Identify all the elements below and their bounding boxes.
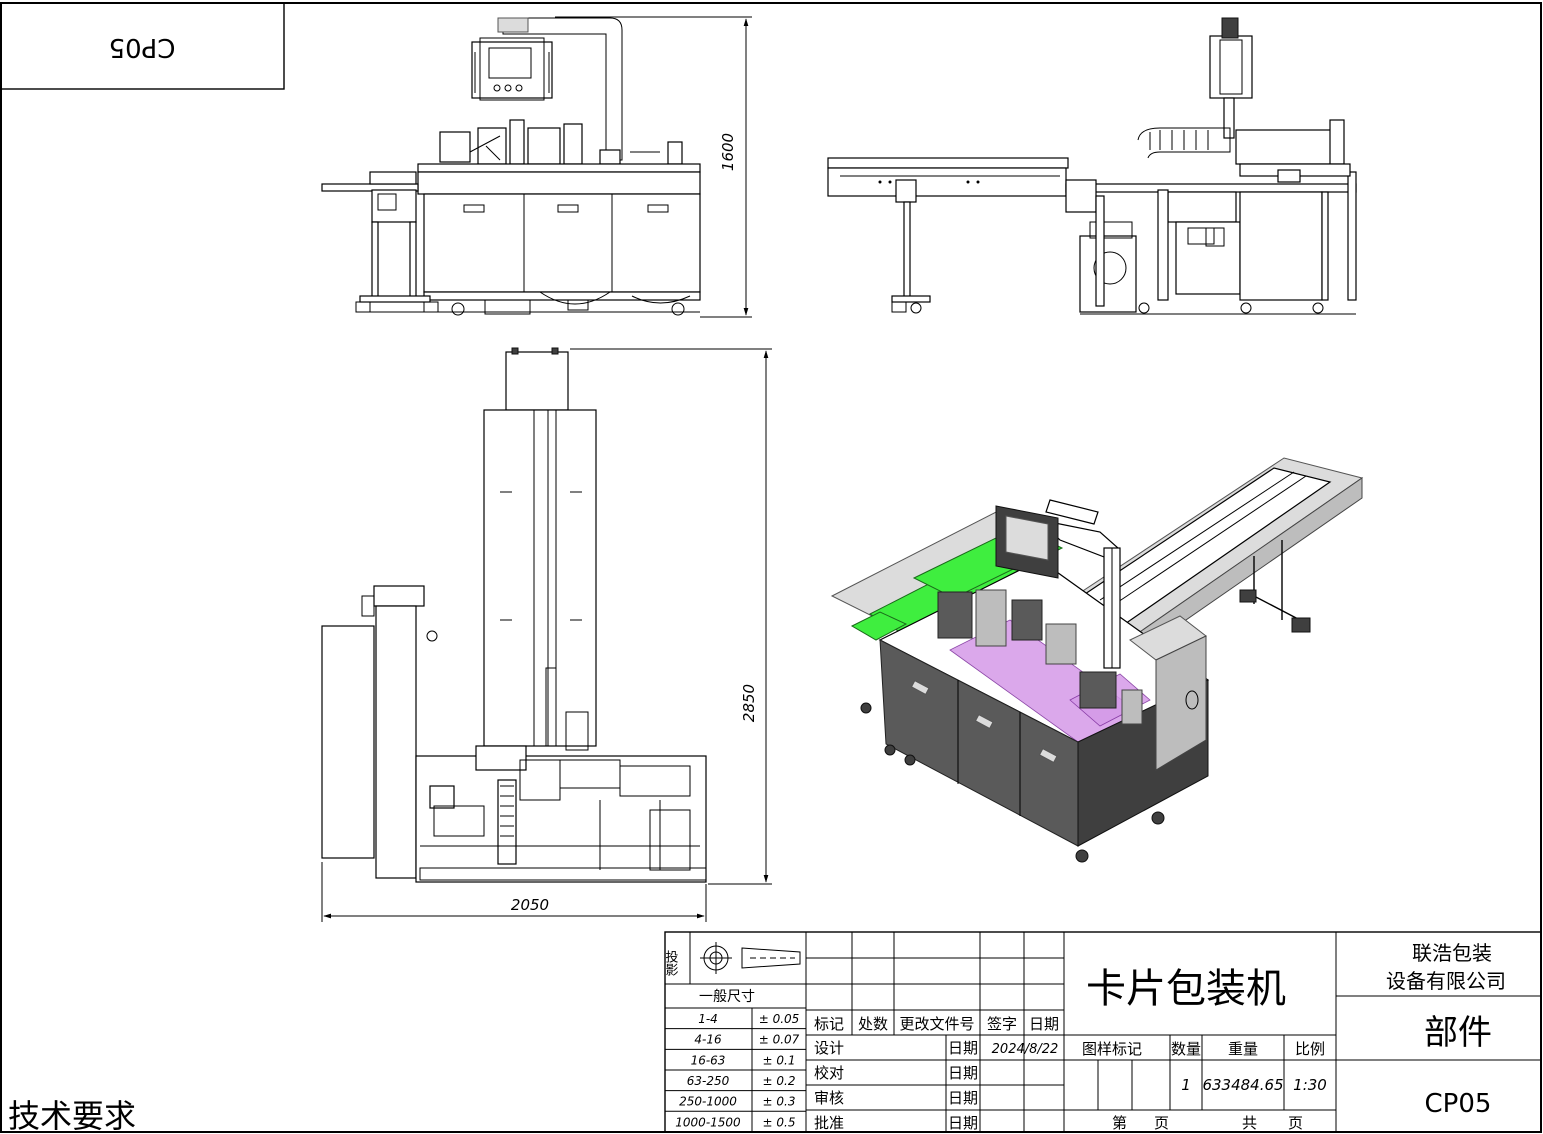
projection-symbol xyxy=(700,942,801,974)
tolerance-range: 63-250 xyxy=(687,1074,730,1088)
tolerance-value: ± 0.3 xyxy=(763,1095,796,1109)
tolerance-range: 1-4 xyxy=(698,1012,718,1026)
weight-value: 633484.65 xyxy=(1202,1076,1283,1094)
tolerance-value: ± 0.1 xyxy=(763,1053,796,1067)
date-label: 日期 xyxy=(948,1114,978,1132)
corner-label-box: CP05 xyxy=(0,2,285,90)
front-view xyxy=(321,17,701,316)
total-label: 共 xyxy=(1242,1114,1257,1132)
drawing-number: CP05 xyxy=(1425,1089,1492,1119)
date-label: 日期 xyxy=(948,1039,978,1057)
isometric-view xyxy=(830,457,1364,863)
attribute-header: 数量 xyxy=(1171,1040,1201,1058)
role-label: 设计 xyxy=(814,1039,844,1057)
role-label: 校对 xyxy=(814,1064,844,1082)
plan-view xyxy=(321,347,707,883)
dimension-height-1: 1600 xyxy=(555,16,752,318)
product-name: 卡片包装机 xyxy=(1086,966,1286,1012)
dimension-width: 2050 xyxy=(321,862,707,922)
page-label: 第 xyxy=(1112,1114,1127,1132)
page-unit: 页 xyxy=(1154,1114,1169,1132)
quantity-value: 1 xyxy=(1181,1076,1191,1094)
tolerance-value: ± 0.05 xyxy=(759,1012,800,1026)
revision-header: 更改文件号 xyxy=(899,1015,974,1033)
tolerance-range: 4-16 xyxy=(694,1033,722,1047)
title-block: 投影 一般尺寸 1-4 ± 0.05 4-16 ± 0.07 16-63 ± 0.1 63-… xyxy=(663,931,1542,1133)
design-date: 2024/8/22 xyxy=(992,1042,1059,1057)
projection-label: 投影 xyxy=(663,949,679,976)
revision-grid xyxy=(806,932,1065,1132)
revision-header: 日期 xyxy=(1029,1015,1059,1033)
total-unit: 页 xyxy=(1288,1114,1303,1132)
tolerance-range: 16-63 xyxy=(691,1053,726,1067)
date-label: 日期 xyxy=(948,1064,978,1082)
dimension-width-label: 2050 xyxy=(511,896,549,914)
tolerance-value: ± 0.2 xyxy=(763,1074,796,1088)
tolerance-range: 250-1000 xyxy=(679,1095,737,1109)
attribute-header: 图样标记 xyxy=(1082,1040,1142,1058)
role-label: 审核 xyxy=(814,1089,844,1107)
revision-header: 处数 xyxy=(858,1015,888,1033)
scale-value: 1:30 xyxy=(1293,1076,1327,1094)
corner-label: CP05 xyxy=(109,32,176,62)
revision-header: 标记 xyxy=(814,1015,844,1033)
dimension-height-2-label: 2850 xyxy=(740,684,758,722)
tolerance-value: ± 0.07 xyxy=(759,1033,800,1047)
drawing-type: 部件 xyxy=(1424,1013,1492,1053)
attribute-header: 重量 xyxy=(1228,1040,1258,1058)
tolerance-table: 1-4 ± 0.05 4-16 ± 0.07 16-63 ± 0.1 63-250 ± 0.2… xyxy=(665,1008,806,1132)
role-label: 批准 xyxy=(814,1114,844,1132)
date-label: 日期 xyxy=(948,1089,978,1107)
technical-requirements: 技术要求 xyxy=(8,1097,136,1134)
tolerance-value: ± 0.5 xyxy=(763,1115,796,1129)
dimension-height-1-label: 1600 xyxy=(719,133,737,171)
general-dimension-label: 一般尺寸 xyxy=(699,989,755,1005)
revision-header: 签字 xyxy=(987,1015,1017,1033)
side-view xyxy=(827,17,1357,315)
dimension-height-2: 2850 xyxy=(570,348,772,885)
attribute-header: 比例 xyxy=(1295,1040,1325,1058)
tolerance-range: 1000-1500 xyxy=(675,1115,741,1129)
company-name-line-2: 设备有限公司 xyxy=(1386,969,1506,993)
company-name-line-1: 联浩包装 xyxy=(1412,941,1492,965)
